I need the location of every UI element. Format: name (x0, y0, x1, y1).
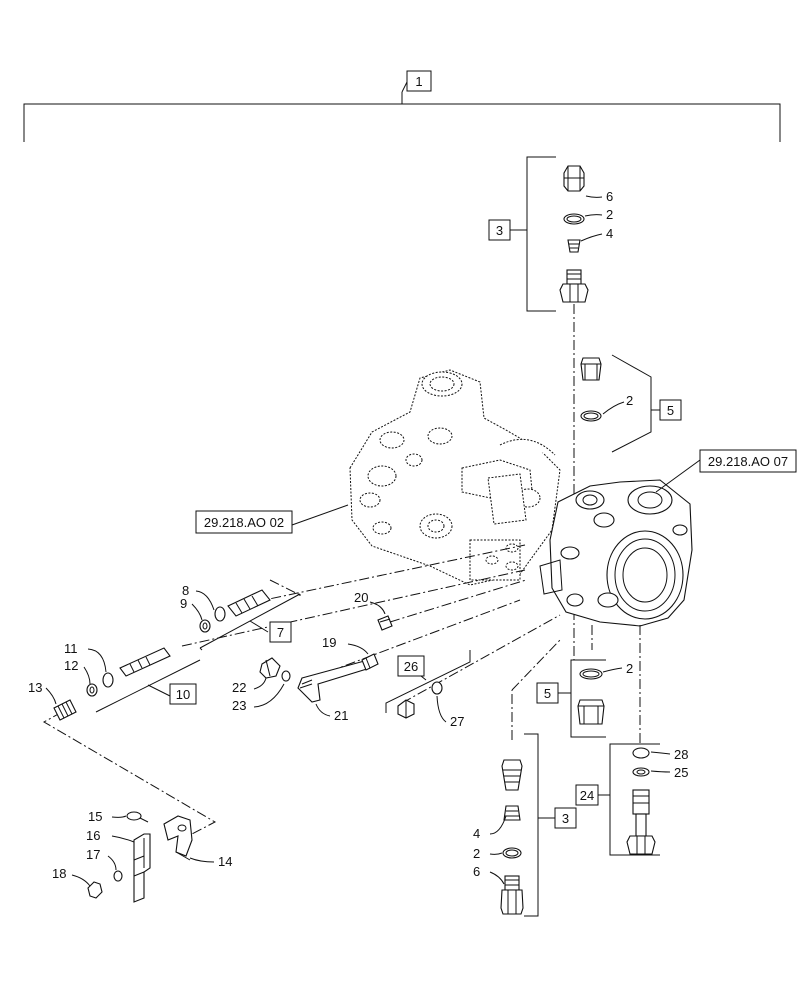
ref-29-218-ao-07-label: 29.218.AO 07 (708, 454, 788, 469)
box-26[interactable]: 26 (397, 655, 425, 677)
callout-2-top: 2 (606, 207, 613, 222)
callout-25: 25 (674, 765, 688, 780)
spring-top (567, 239, 581, 253)
callout-20: 20 (354, 590, 368, 605)
box-10[interactable]: 10 (169, 683, 197, 705)
callout-2-mid: 2 (626, 393, 633, 408)
washer-25 (632, 767, 650, 777)
box-7-label: 7 (277, 625, 284, 640)
callout-16: 16 (86, 828, 100, 843)
plug-26 (397, 699, 415, 719)
plug-5-top (580, 357, 602, 381)
box-5-top[interactable]: 5 (659, 399, 682, 421)
washer-23 (281, 670, 291, 682)
box-1[interactable]: 1 (406, 70, 432, 92)
callout-19: 19 (322, 635, 336, 650)
callout-15: 15 (88, 809, 102, 824)
ref-29-218-ao-07[interactable]: 29.218.AO 07 (699, 449, 797, 473)
callout-12: 12 (64, 658, 78, 673)
fitting-22 (259, 657, 281, 679)
bolt-18 (87, 881, 103, 899)
callout-4-top: 4 (606, 226, 613, 241)
callout-6-top: 6 (606, 189, 613, 204)
plug-20 (377, 615, 393, 631)
bracket-16 (133, 833, 151, 903)
callout-21: 21 (334, 708, 348, 723)
cartridge-bottom (501, 759, 523, 791)
callout-17: 17 (86, 847, 100, 862)
spool-7 (199, 589, 271, 633)
callout-9: 9 (180, 596, 187, 611)
clip-14 (163, 815, 193, 861)
callout-13: 13 (28, 680, 42, 695)
callout-8: 8 (182, 583, 189, 598)
bracket-3-top (526, 156, 556, 312)
assembly-bracket (23, 81, 781, 142)
box-24-label: 24 (580, 788, 594, 803)
ref-29-218-ao-02-label: 29.218.AO 02 (204, 515, 284, 530)
plug-bottom (500, 875, 524, 915)
callout-6-bottom: 6 (473, 864, 480, 879)
spool-10 (86, 647, 171, 697)
pump-housing-rear (349, 369, 561, 586)
callout-23: 23 (232, 698, 246, 713)
box-3-bottom[interactable]: 3 (554, 807, 577, 829)
box-7[interactable]: 7 (269, 621, 292, 643)
callout-11: 11 (64, 641, 78, 656)
box-10-label: 10 (176, 687, 190, 702)
box-5-bottom[interactable]: 5 (536, 682, 559, 704)
box-3-top[interactable]: 3 (488, 219, 511, 241)
plug-top (563, 165, 585, 192)
callout-4-bottom: 4 (473, 826, 480, 841)
callout-14: 14 (218, 854, 232, 869)
spring-13 (53, 699, 77, 721)
box-1-label: 1 (415, 74, 422, 89)
fitting-19 (361, 653, 379, 671)
o-ring-28 (632, 747, 650, 759)
tube-21 (297, 659, 371, 703)
box-5-top-label: 5 (667, 403, 674, 418)
o-ring-27 (431, 681, 443, 695)
box-26-label: 26 (404, 659, 418, 674)
callout-2-low: 2 (626, 661, 633, 676)
ref-29-218-ao-02[interactable]: 29.218.AO 02 (195, 510, 293, 534)
spring-bottom (503, 805, 521, 821)
box-3-top-label: 3 (496, 223, 503, 238)
callout-28: 28 (674, 747, 688, 762)
callout-18: 18 (52, 866, 66, 881)
plug-5-bottom (577, 699, 605, 725)
box-5-bottom-label: 5 (544, 686, 551, 701)
callout-27: 27 (450, 714, 464, 729)
box-24[interactable]: 24 (575, 784, 599, 806)
callout-2-bottom: 2 (473, 846, 480, 861)
box-3-bottom-label: 3 (562, 811, 569, 826)
end-cover (539, 479, 693, 627)
valve-24 (626, 789, 656, 855)
callout-22: 22 (232, 680, 246, 695)
washer-17 (113, 870, 123, 882)
cartridge-top (559, 269, 589, 303)
bolt-15 (126, 811, 149, 823)
